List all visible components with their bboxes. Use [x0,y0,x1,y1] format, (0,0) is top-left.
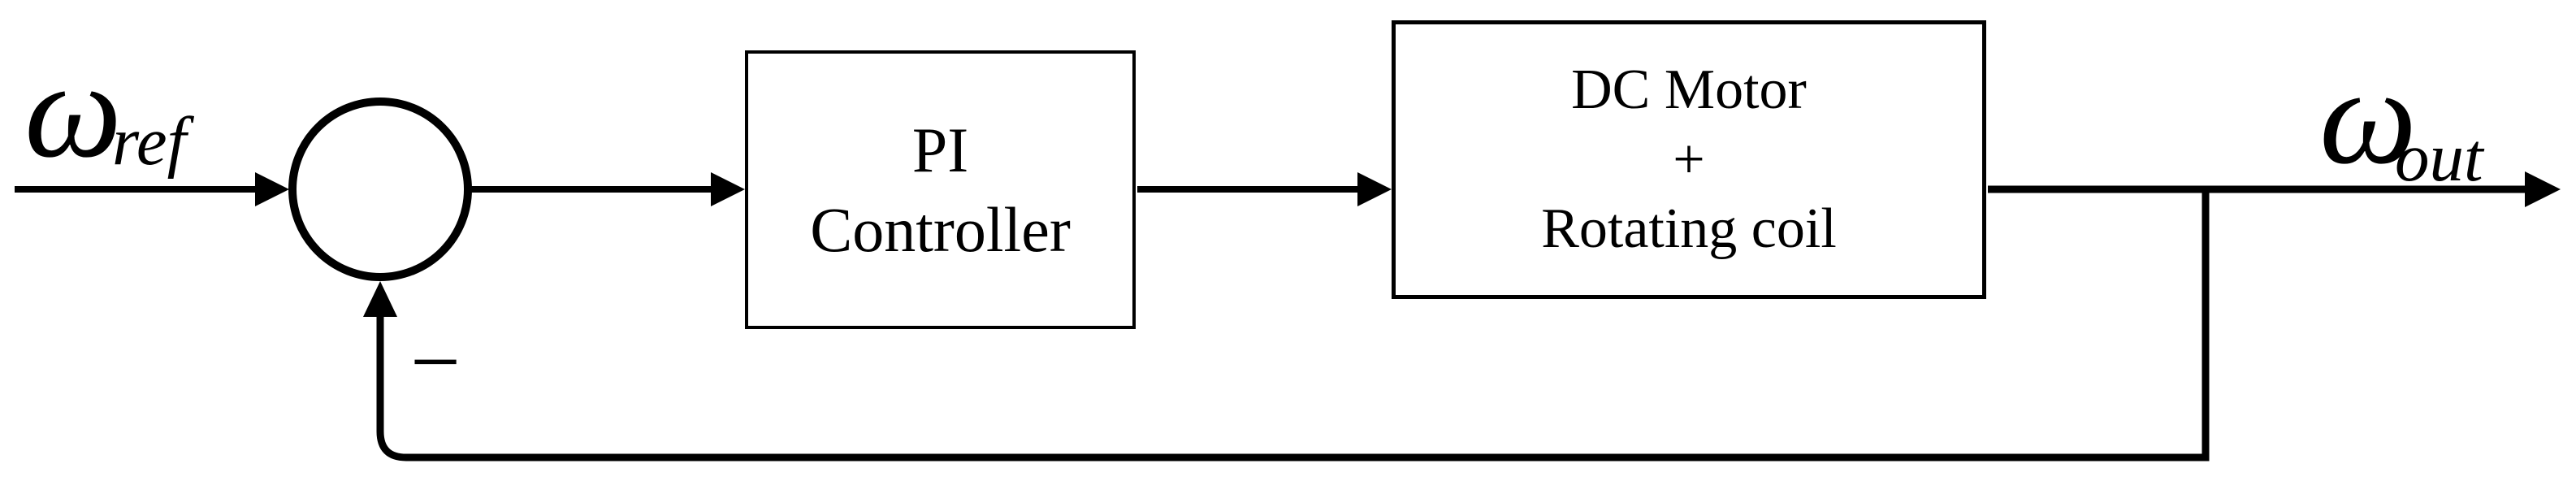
feedback-arrowhead-icon [363,281,397,317]
pi-controller-label-line1: PI [911,115,969,185]
feedback-minus-sign: − [410,312,461,411]
output-signal-symbol: ω [2319,40,2418,193]
pi-controller-block: PI Controller [745,50,1136,329]
output-arrowhead-icon [2525,171,2561,207]
dc-motor-label-line3: Rotating coil [1541,197,1837,261]
output-signal-subscript: out [2395,119,2483,196]
plant-input-arrowhead-icon [1357,172,1392,206]
input-signal-subscript: ref [112,103,187,180]
input-arrowhead-icon [255,172,289,206]
feedback-line [376,189,2210,462]
summing-junction [288,98,472,281]
dc-motor-label-line1: DC Motor [1571,58,1807,122]
dc-motor-label-line2: + [1673,128,1705,191]
controller-input-arrowhead-icon [711,172,745,206]
input-signal-symbol: ω [24,33,123,186]
dc-motor-block: DC Motor + Rotating coil [1392,20,1986,299]
pi-controller-label-line2: Controller [810,193,1071,265]
